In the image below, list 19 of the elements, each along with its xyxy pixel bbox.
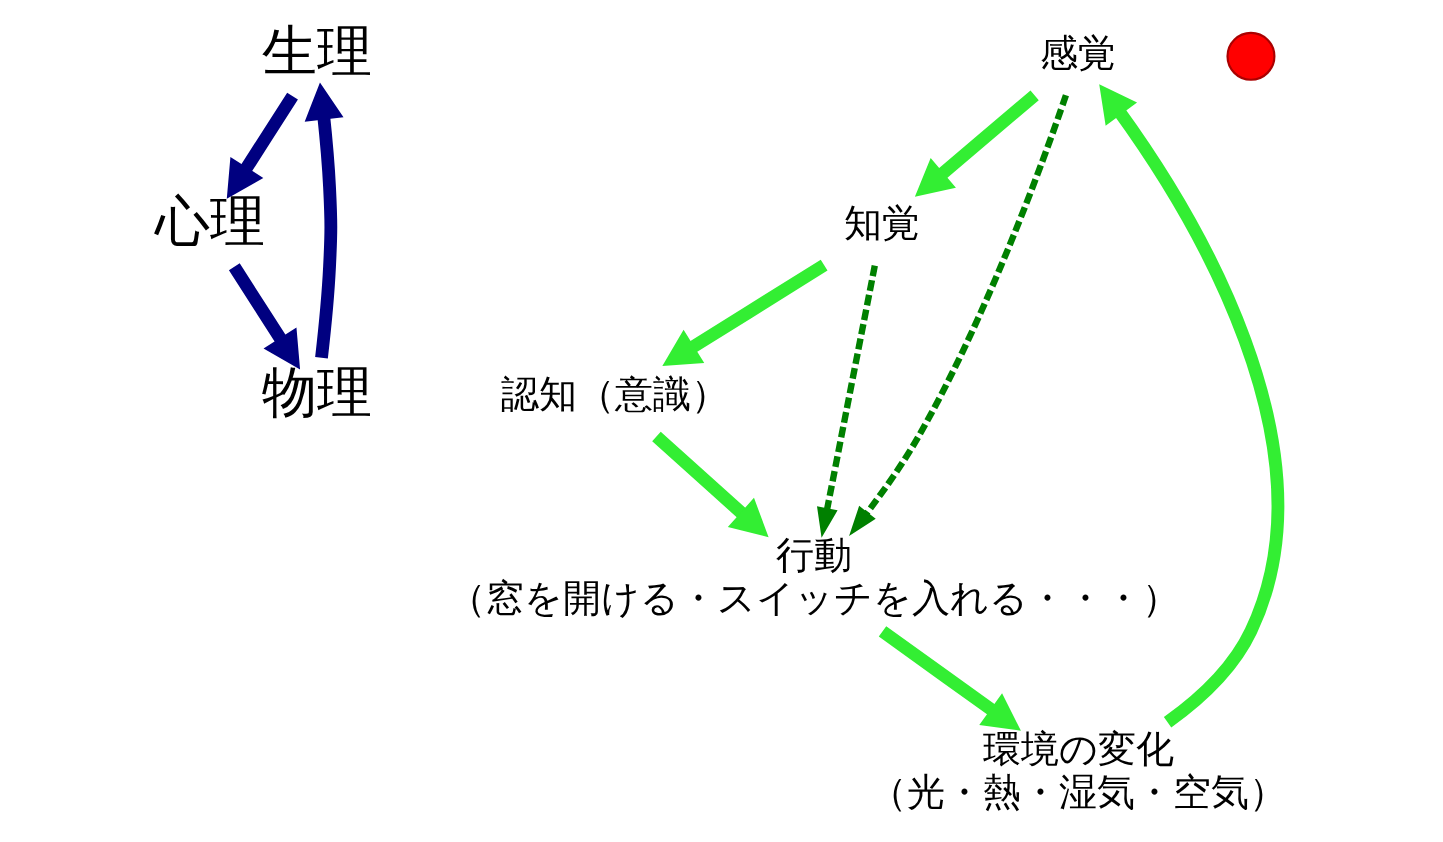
arrow: [661, 259, 827, 367]
arrow: [816, 265, 878, 538]
node-text: 行動 （窓を開ける・スイッチを入れる・・・）: [447, 531, 1180, 620]
arrow: [878, 626, 1021, 731]
arrow: [651, 431, 769, 538]
node-text: 知覚: [843, 200, 920, 246]
arrow: [226, 92, 298, 199]
node-text: 環境の変化 （光・熱・湿気・空気）: [868, 726, 1287, 814]
arrow: [914, 90, 1039, 197]
node-text: 物理: [261, 359, 372, 424]
arrow: [848, 94, 1069, 536]
node-text: 感覚: [1039, 29, 1116, 75]
node-text: 心理: [154, 189, 265, 254]
node-circle: [1225, 31, 1275, 81]
node-text: 認知（意識）: [500, 370, 729, 416]
node-text: 生理: [261, 18, 372, 83]
arrow: [228, 263, 300, 370]
arrow: [1098, 84, 1284, 728]
arrow: [304, 82, 343, 359]
